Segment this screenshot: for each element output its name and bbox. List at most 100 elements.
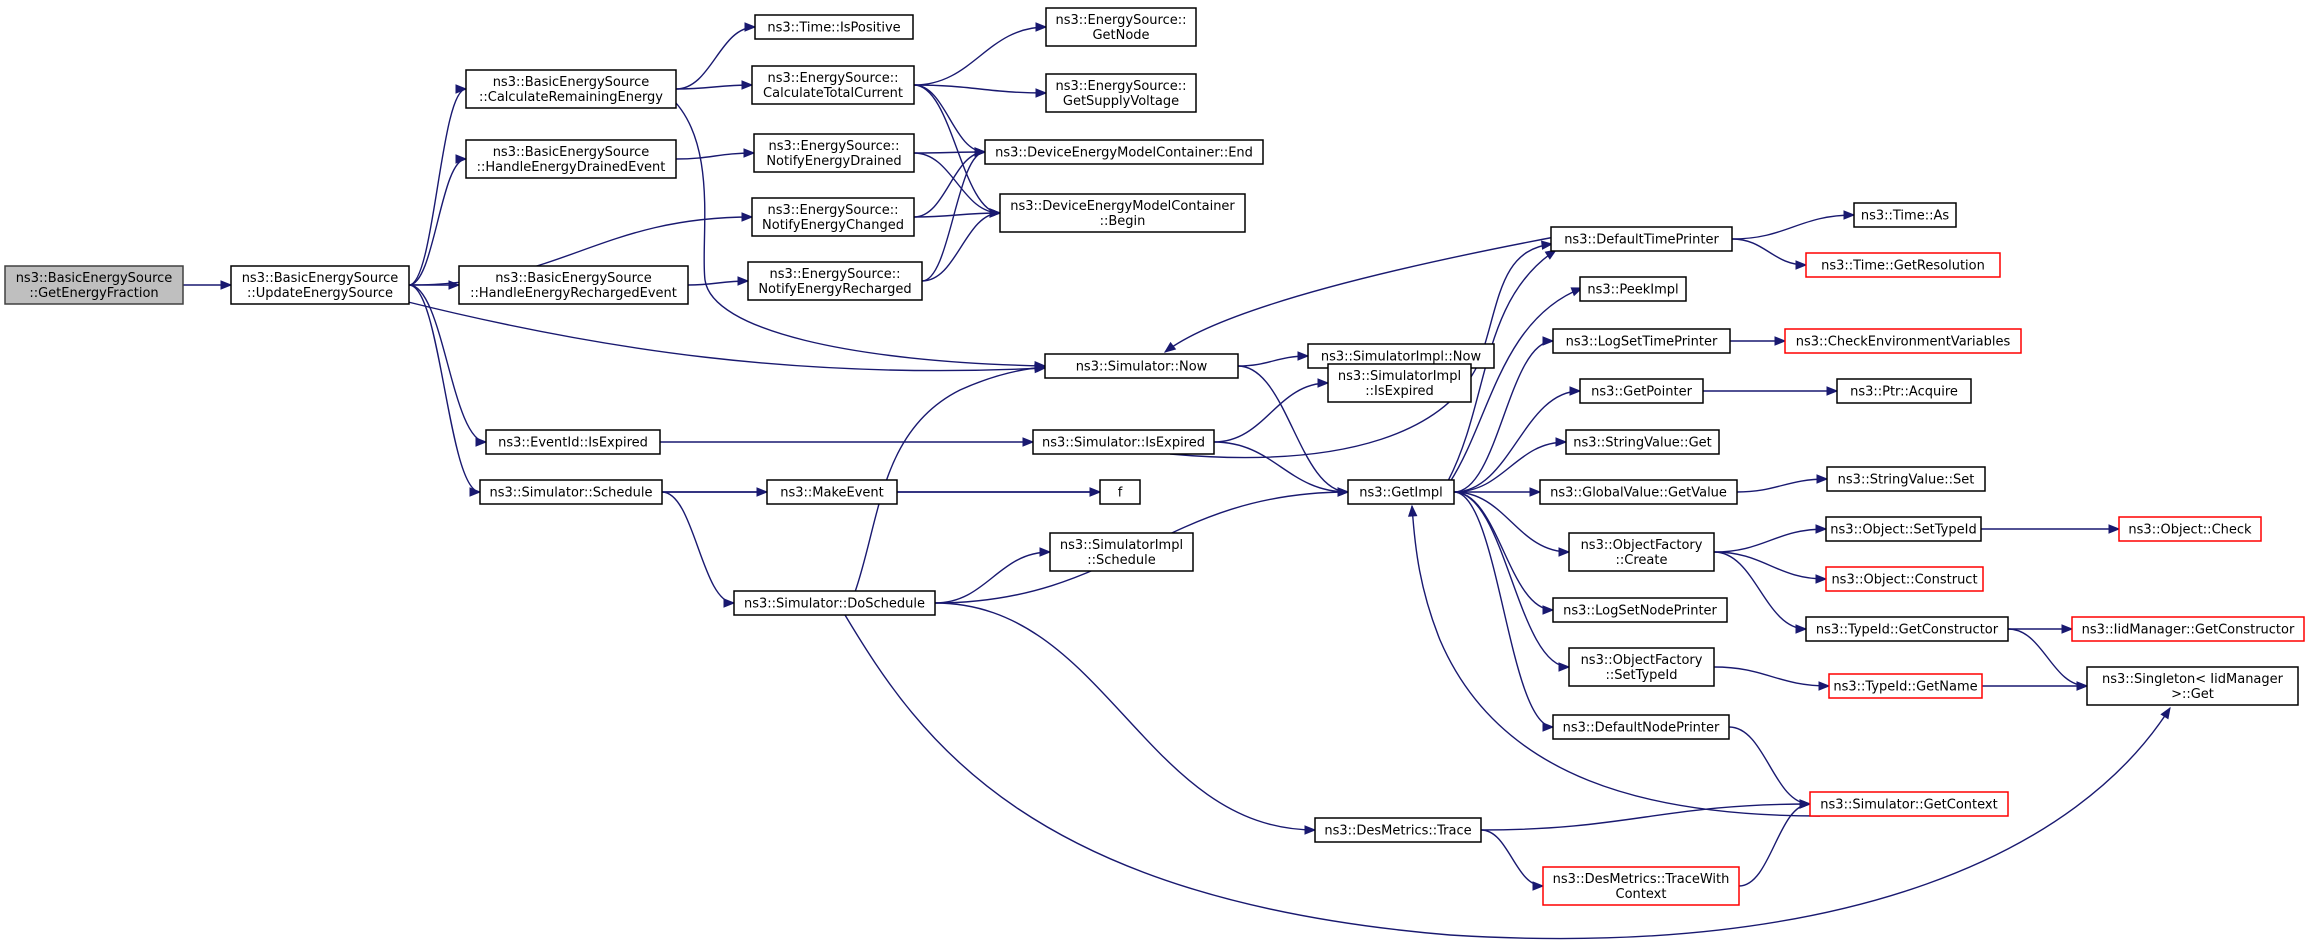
edge-n3-n9 — [675, 152, 755, 160]
arrowhead-n11-n16 — [974, 147, 987, 157]
node-n22[interactable]: ns3::DesMetrics::Trace — [1314, 817, 1482, 843]
node-n14[interactable]: ns3::EnergySource::GetNode — [1045, 7, 1197, 47]
node-n33[interactable]: ns3::ObjectFactory::Create — [1568, 532, 1715, 572]
edge-n22-n37 — [1480, 803, 1811, 831]
node-box — [751, 197, 915, 237]
arrowhead-n27-n39 — [1795, 260, 1808, 270]
node-label-line: ::Schedule — [1087, 553, 1156, 568]
node-n38[interactable]: ns3::Time::As — [1853, 202, 1957, 228]
node-n9[interactable]: ns3::EnergySource::NotifyEnergyDrained — [753, 133, 915, 173]
node-label-line: ns3::IidManager::GetConstructor — [2082, 623, 2295, 638]
node-label-line: ns3::Time::IsPositive — [767, 21, 900, 36]
edge-n25-n29 — [1453, 340, 1554, 493]
node-n44[interactable]: ns3::Object::Construct — [1825, 566, 1984, 592]
node-n6[interactable]: ns3::Simulator::Schedule — [479, 479, 663, 505]
edge-n18-n25 — [1237, 365, 1349, 493]
edge-n1-n5 — [408, 284, 487, 443]
edge-n8-n16 — [913, 84, 986, 153]
edge-n2-n7 — [675, 26, 756, 90]
node-box — [1552, 597, 1728, 623]
edges-layer — [183, 22, 2171, 940]
node-n48[interactable]: ns3::IidManager::GetConstructor — [2071, 616, 2305, 642]
edge-n27-n38 — [1731, 214, 1855, 240]
node-n13[interactable]: ns3::Simulator::DoSchedule — [733, 590, 936, 616]
arrowhead-n33-n45 — [1795, 624, 1808, 634]
node-n39[interactable]: ns3::Time::GetResolution — [1805, 252, 2001, 278]
node-n19[interactable]: ns3::Simulator::IsExpired — [1032, 429, 1215, 455]
node-n18[interactable]: ns3::Simulator::Now — [1044, 353, 1239, 379]
node-box — [2118, 516, 2262, 542]
node-n25[interactable]: ns3::GetImpl — [1347, 479, 1455, 505]
node-n5[interactable]: ns3::EventId::IsExpired — [485, 429, 661, 455]
node-n45[interactable]: ns3::TypeId::GetConstructor — [1805, 616, 2009, 642]
edge-n8-n17 — [913, 84, 1001, 214]
node-box — [465, 139, 677, 179]
node-n47[interactable]: ns3::Object::Check — [2118, 516, 2262, 542]
node-n40[interactable]: ns3::CheckEnvironmentVariables — [1784, 328, 2022, 354]
node-label-line: ns3::Simulator::GetContext — [1820, 798, 1997, 813]
arrowhead-n25-n30 — [1569, 386, 1582, 396]
arrowhead-n33-n43 — [1815, 524, 1828, 534]
node-n31[interactable]: ns3::StringValue::Get — [1565, 429, 1720, 455]
node-label-line: ::Create — [1616, 553, 1668, 568]
node-n36[interactable]: ns3::DefaultNodePrinter — [1552, 714, 1730, 740]
edge-n9-n17 — [913, 152, 1001, 214]
node-n21[interactable]: ns3::SimulatorImpl::Schedule — [1049, 532, 1194, 572]
node-n7[interactable]: ns3::Time::IsPositive — [754, 14, 914, 40]
node-n20[interactable]: f — [1099, 479, 1141, 505]
node-n42[interactable]: ns3::StringValue::Set — [1826, 466, 1986, 492]
node-n16[interactable]: ns3::DeviceEnergyModelContainer::End — [984, 139, 1264, 165]
node-box — [1539, 479, 1738, 505]
node-n15[interactable]: ns3::EnergySource::GetSupplyVoltage — [1045, 73, 1197, 113]
node-n17[interactable]: ns3::DeviceEnergyModelContainer::Begin — [999, 193, 1246, 233]
node-box — [1568, 532, 1715, 572]
arrowhead-n25-n29 — [1542, 336, 1555, 346]
node-n41[interactable]: ns3::Ptr::Acquire — [1836, 378, 1972, 404]
node-label-line: ns3::EnergySource:: — [768, 203, 899, 218]
node-n24[interactable]: ns3::SimulatorImpl::IsExpired — [1327, 363, 1472, 403]
node-n34[interactable]: ns3::LogSetNodePrinter — [1552, 597, 1728, 623]
node-n43[interactable]: ns3::Object::SetTypeId — [1825, 516, 1982, 542]
node-n12[interactable]: ns3::MakeEvent — [766, 479, 898, 505]
arrowhead-n1-n6 — [469, 487, 482, 497]
node-n8[interactable]: ns3::EnergySource::CalculateTotalCurrent — [751, 65, 915, 105]
node-n32[interactable]: ns3::GlobalValue::GetValue — [1539, 479, 1738, 505]
node-label-line: ns3::BasicEnergySource — [493, 75, 650, 90]
node-n35[interactable]: ns3::ObjectFactory::SetTypeId — [1568, 647, 1715, 687]
node-n0[interactable]: ns3::BasicEnergySource::GetEnergyFractio… — [4, 265, 184, 305]
node-label-line: ns3::GetImpl — [1359, 486, 1443, 501]
edge-n9-n16 — [913, 151, 986, 154]
node-n11[interactable]: ns3::EnergySource::NotifyEnergyRecharged — [747, 261, 923, 301]
node-n46[interactable]: ns3::TypeId::GetName — [1828, 673, 1983, 699]
node-box — [1809, 791, 2009, 817]
edge-n10-n16 — [913, 151, 986, 218]
node-label-line: ::Begin — [1100, 214, 1146, 229]
node-n28[interactable]: ns3::PeekImpl — [1579, 276, 1687, 302]
node-label-line: ns3::LogSetNodePrinter — [1563, 604, 1717, 619]
node-box — [1579, 378, 1704, 404]
node-n29[interactable]: ns3::LogSetTimePrinter — [1552, 328, 1731, 354]
node-box — [458, 265, 689, 305]
node-n4[interactable]: ns3::BasicEnergySource::HandleEnergyRech… — [458, 265, 689, 305]
node-n30[interactable]: ns3::GetPointer — [1579, 378, 1704, 404]
node-label-line: ns3::BasicEnergySource — [493, 145, 650, 160]
arrowhead-n11-n17 — [989, 208, 1002, 218]
node-box — [485, 429, 661, 455]
edge-n27-n39 — [1731, 238, 1807, 266]
edge-n1-n3 — [408, 158, 467, 286]
node-n49[interactable]: ns3::Singleton< IidManager >::Get — [2086, 666, 2299, 706]
node-label-line: ns3::DeviceEnergyModelContainer — [1010, 199, 1235, 214]
node-n37[interactable]: ns3::Simulator::GetContext — [1809, 791, 2009, 817]
node-n2[interactable]: ns3::BasicEnergySource::CalculateRemaini… — [465, 69, 677, 109]
node-n10[interactable]: ns3::EnergySource::NotifyEnergyChanged — [751, 197, 915, 237]
node-label-line: ns3::BasicEnergySource — [16, 271, 173, 286]
arrowhead-n27-n38 — [1843, 210, 1856, 220]
node-n3[interactable]: ns3::BasicEnergySource::HandleEnergyDrai… — [465, 139, 677, 179]
node-n27[interactable]: ns3::DefaultTimePrinter — [1550, 226, 1733, 252]
node-label-line: ns3::Singleton< IidManager — [2102, 672, 2284, 687]
node-n1[interactable]: ns3::BasicEnergySource::UpdateEnergySour… — [230, 265, 410, 305]
node-label-line: ns3::EnergySource:: — [770, 267, 901, 282]
node-label-line: ns3::DefaultTimePrinter — [1564, 233, 1719, 248]
node-box — [747, 261, 923, 301]
